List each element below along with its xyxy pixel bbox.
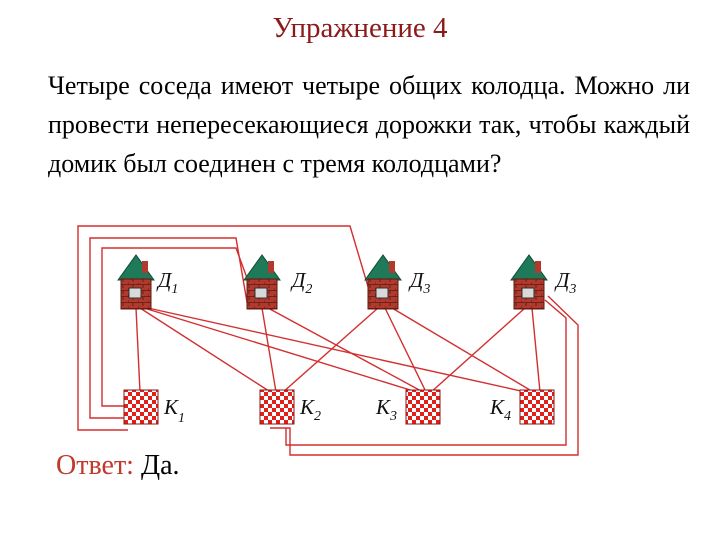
house-label-d4: Д3 bbox=[554, 268, 576, 297]
path-d3-k3 bbox=[384, 307, 427, 393]
well-k2 bbox=[259, 389, 295, 425]
path-d4-k1 bbox=[270, 295, 579, 456]
well-k4 bbox=[519, 389, 555, 425]
path-d4-k2 bbox=[285, 299, 567, 446]
well-k3 bbox=[405, 389, 441, 425]
house-label-d3: Д3 bbox=[408, 268, 430, 297]
path-d4-k3 bbox=[429, 307, 526, 394]
path-d4-k4 bbox=[531, 307, 541, 393]
house-chimney bbox=[268, 261, 274, 273]
task-text: Четыре соседа имеют четыре общих колодца… bbox=[48, 71, 690, 178]
path-d2-k1 bbox=[89, 237, 249, 419]
path-d2-k4 bbox=[101, 247, 259, 407]
answer-value: Да. bbox=[140, 450, 180, 481]
path-d2-k2 bbox=[261, 307, 277, 393]
house-roof bbox=[243, 254, 281, 281]
path-d1-k2 bbox=[139, 307, 273, 394]
well-label-k1: К1 bbox=[163, 395, 185, 426]
page-title: Упражнение 4 bbox=[272, 12, 448, 44]
paths bbox=[77, 225, 579, 456]
house-roof bbox=[364, 254, 402, 281]
house-chimney bbox=[389, 261, 395, 273]
answer: Ответ: Да. bbox=[56, 450, 180, 482]
path-d1-k1 bbox=[135, 307, 141, 393]
path-d3-k2 bbox=[281, 307, 379, 394]
house-label-d2: Д2 bbox=[290, 268, 312, 297]
path-d1-k3 bbox=[143, 307, 421, 394]
house-window bbox=[254, 287, 268, 299]
house-roof bbox=[510, 254, 548, 281]
well-label-k2: К2 bbox=[299, 395, 321, 424]
well-label-k3: К3 bbox=[375, 395, 397, 424]
path-d3-k4 bbox=[391, 307, 536, 394]
house-window bbox=[128, 287, 142, 299]
well-k1 bbox=[123, 389, 159, 425]
path-d3-k1 bbox=[77, 225, 373, 431]
house-label-d1: Д1 bbox=[156, 268, 178, 297]
path-d1-k4 bbox=[147, 307, 531, 394]
house-wall bbox=[120, 278, 152, 310]
house-window bbox=[375, 287, 389, 299]
well-label-k4: К4 bbox=[489, 395, 511, 424]
house-chimney bbox=[535, 261, 541, 273]
house-d1 bbox=[117, 254, 155, 310]
path-d2-k3 bbox=[267, 307, 424, 393]
house-d4 bbox=[510, 254, 548, 310]
house-d2 bbox=[243, 254, 281, 310]
house-roof bbox=[117, 254, 155, 281]
answer-label: Ответ: bbox=[56, 450, 134, 481]
house-window bbox=[521, 287, 535, 299]
house-chimney bbox=[142, 261, 148, 273]
house-d3 bbox=[364, 254, 402, 310]
